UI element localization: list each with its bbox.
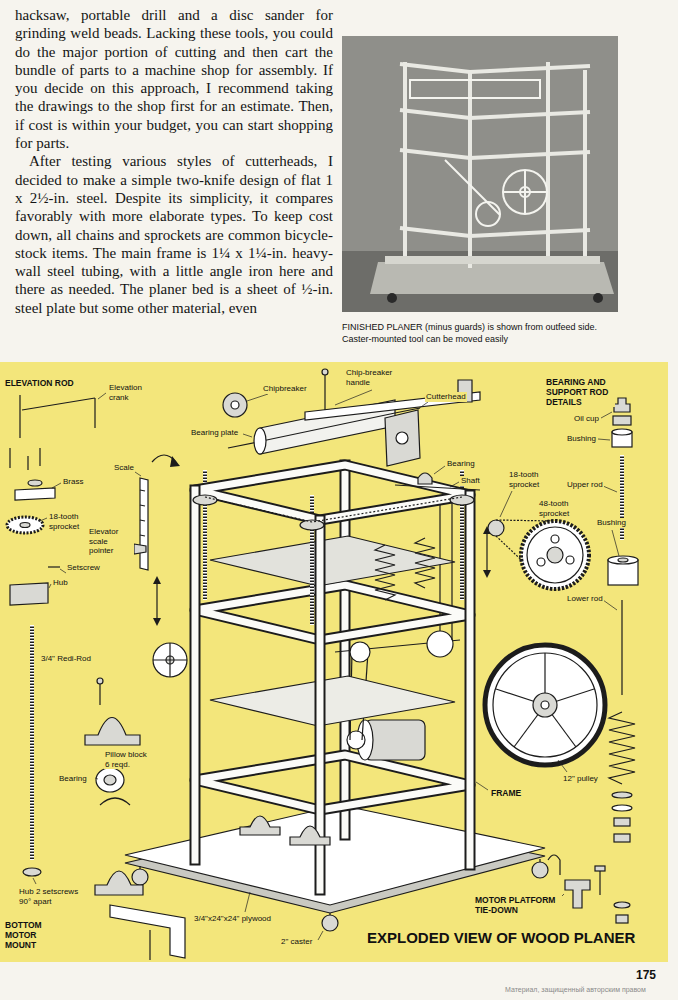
part-label: Chipbreaker bbox=[262, 384, 308, 394]
part-heading: BEARING AND SUPPORT ROD DETAILS bbox=[545, 377, 615, 407]
part-label: Chip-breaker handle bbox=[345, 368, 399, 387]
support-rod-details bbox=[608, 398, 638, 842]
part-heading: ELEVATION ROD bbox=[4, 378, 75, 388]
page-number: 175 bbox=[636, 968, 656, 982]
part-label: 3/4" Redi-Rod bbox=[40, 654, 92, 664]
part-label: 48-tooth sprocket bbox=[538, 499, 582, 518]
part-heading: FRAME bbox=[490, 788, 522, 798]
watermark: Материал, защищенный авторским правом bbox=[505, 986, 646, 993]
part-label: Hub bbox=[52, 578, 69, 588]
left-parts bbox=[7, 395, 185, 960]
part-label: Elevator scale pointer bbox=[88, 527, 134, 556]
part-label: Oil cup bbox=[573, 414, 600, 424]
part-label: Pillow block 6 reqd. bbox=[104, 750, 150, 769]
drive-parts bbox=[485, 520, 605, 765]
body-text: hacksaw, portable drill and a disc sande… bbox=[15, 6, 333, 152]
part-label: 2" caster bbox=[280, 937, 313, 947]
body-text: After testing various styles of cutterhe… bbox=[15, 152, 333, 317]
part-label: 18-tooth sprocket bbox=[48, 512, 92, 531]
yellow-panel bbox=[0, 362, 668, 962]
part-label: Bearing bbox=[58, 774, 88, 784]
part-label: 12" pulley bbox=[562, 774, 599, 784]
part-heading: BOTTOM MOTOR MOUNT bbox=[4, 920, 56, 950]
part-heading: MOTOR PLATFORM TIE-DOWN bbox=[474, 895, 562, 915]
part-label: Scale bbox=[113, 463, 135, 473]
photo-caption: FINISHED PLANER (minus guards) is shown … bbox=[342, 321, 622, 345]
part-label: Elevation crank bbox=[108, 383, 152, 402]
part-label: Hub 2 setscrews 90° apart bbox=[18, 887, 92, 906]
cutterhead bbox=[223, 369, 480, 466]
diagram-title: EXPLODED VIEW OF WOOD PLANER bbox=[365, 929, 637, 946]
leader-lines bbox=[33, 390, 619, 940]
part-label: Shaft bbox=[460, 476, 481, 486]
part-label: Brass bbox=[62, 477, 84, 487]
part-label: Bushing bbox=[566, 434, 597, 444]
part-label: Lower rod bbox=[566, 594, 604, 604]
part-label: Cutterhead bbox=[425, 392, 467, 402]
part-label: Bearing plate bbox=[190, 428, 239, 438]
part-label: Bushing bbox=[596, 518, 627, 528]
part-label: Setscrew bbox=[66, 563, 101, 573]
part-label: Bearing bbox=[446, 459, 476, 469]
photo bbox=[342, 36, 618, 312]
part-label: Upper rod bbox=[566, 480, 604, 490]
scale-and-arrows bbox=[134, 455, 491, 626]
part-label: 3/4"x24"x24" plywood bbox=[193, 914, 272, 924]
part-label: 18-tooth sprocket bbox=[508, 470, 552, 489]
